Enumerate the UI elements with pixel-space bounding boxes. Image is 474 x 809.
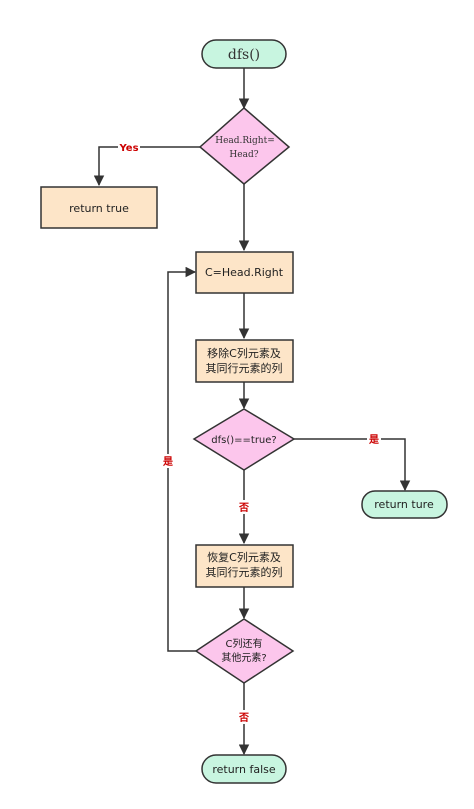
head-check-label-line2: Head? [229, 150, 258, 160]
edge-label-fou-mid: 否 [238, 502, 249, 514]
return-ture-label: return ture [374, 498, 434, 511]
return-ture-terminal [361, 490, 448, 519]
assign-c-label: C=Head.Right [205, 266, 284, 279]
edge-label-yes: Yes [118, 143, 138, 154]
more-elements-decision [194, 618, 295, 684]
edge-label-shi-right: 是 [368, 434, 379, 446]
more-elements-label-line2: 其他元素? [221, 651, 266, 664]
assign-c-box [195, 251, 294, 294]
dfs-check-label: dfs()==true? [211, 435, 276, 446]
head-check-decision [198, 107, 291, 185]
start-terminal [201, 39, 287, 69]
edge-label-fou-bottom: 否 [238, 712, 249, 724]
edge-dfs-check-yes [294, 438, 411, 492]
return-true-box [40, 186, 158, 229]
dfs-check-decision [192, 408, 296, 471]
return-false-label: return false [212, 763, 276, 776]
edge-label-shi-loop: 是 [162, 456, 173, 468]
return-true-label: return true [69, 202, 129, 215]
remove-box [195, 339, 294, 383]
start-terminal-label: dfs() [228, 47, 260, 63]
remove-label-line1: 移除C列元素及 [207, 346, 281, 360]
more-elements-label-line1: C列还有 [226, 637, 263, 650]
edge-head-check-yes [93, 146, 200, 187]
restore-label-line2: 其同行元素的列 [206, 565, 283, 579]
return-false-terminal [201, 754, 287, 784]
restore-box [195, 544, 294, 588]
restore-label-line1: 恢复C列元素及 [207, 550, 281, 564]
remove-label-line2: 其同行元素的列 [206, 361, 283, 375]
head-check-label-line1: Head.Right= [215, 136, 275, 146]
